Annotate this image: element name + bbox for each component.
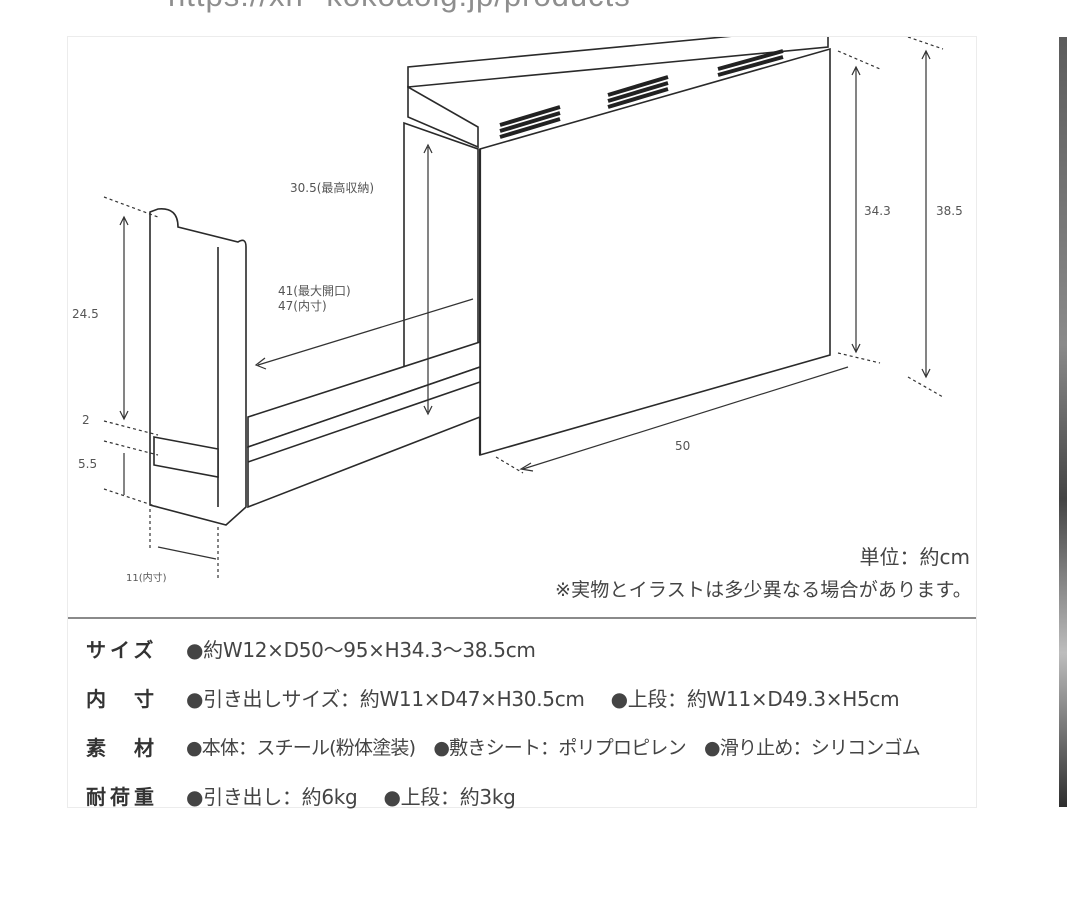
spec-value-upper-load: ●上段：約3kg xyxy=(383,785,516,809)
dim-height-38-5: 38.5 xyxy=(936,204,963,218)
spec-value: ●引き出し：約6kg ●上段：約3kg xyxy=(186,781,516,810)
product-dimension-figure: 30.5(最高収納) 41(最大開口) 47(内寸) 24.5 2 5.5 11… xyxy=(68,37,976,809)
spec-key: 耐荷重 xyxy=(86,785,158,809)
dim-height-34-3: 34.3 xyxy=(864,204,891,218)
spec-key: サイズ xyxy=(86,638,158,662)
spec-row-load: 耐荷重 ●引き出し：約6kg ●上段：約3kg xyxy=(68,771,976,820)
dim-gap-5-5: 5.5 xyxy=(78,457,98,471)
adjacent-image-edge[interactable] xyxy=(1059,37,1067,807)
dim-depth-50: 50 xyxy=(675,439,691,453)
spec-value-drawer-load: ●引き出し：約6kg xyxy=(186,785,358,809)
dim-inner-width-11: 11(内寸) xyxy=(126,573,167,584)
spec-value-drawer: ●引き出しサイズ：約W11×D47×H30.5cm xyxy=(186,687,585,711)
spec-row-inner: 内 寸 ●引き出しサイズ：約W11×D47×H30.5cm ●上段：約W11×D4… xyxy=(68,673,976,722)
spec-value-upper: ●上段：約W11×D49.3×H5cm xyxy=(610,687,900,711)
spec-key: 素 材 xyxy=(86,736,158,760)
dim-inner-width-47: 47(内寸) xyxy=(278,299,327,313)
spec-value: ●本体：スチール(粉体塗装) ●敷きシート：ポリプロピレン ●滑り止め：シリコン… xyxy=(186,737,921,759)
dimension-diagram: 30.5(最高収納) 41(最大開口) 47(内寸) 24.5 2 5.5 11… xyxy=(68,37,976,617)
dim-gap-2: 2 xyxy=(82,413,90,427)
url-text: https://xn--kokoaolg.jp/products xyxy=(168,0,631,14)
spec-table: サイズ ●約W12×D50〜95×H34.3〜38.5cm 内 寸 ●引き出しサ… xyxy=(68,624,976,820)
dim-max-opening: 41(最大開口) xyxy=(278,284,351,298)
dim-front-height: 24.5 xyxy=(72,307,99,321)
illustration-disclaimer: ※実物とイラストは多少異なる場合があります。 xyxy=(554,579,972,601)
spec-row-size: サイズ ●約W12×D50〜95×H34.3〜38.5cm xyxy=(68,624,976,673)
dim-max-storage-height: 30.5(最高収納) xyxy=(290,181,375,195)
spec-value: ●引き出しサイズ：約W11×D47×H30.5cm ●上段：約W11×D49.3×… xyxy=(186,683,900,712)
spec-value: ●約W12×D50〜95×H34.3〜38.5cm xyxy=(186,638,536,662)
drawer-line-drawing xyxy=(103,37,944,579)
spec-row-material: 素 材 ●本体：スチール(粉体塗装) ●敷きシート：ポリプロピレン ●滑り止め：… xyxy=(68,722,976,771)
spec-divider xyxy=(68,617,976,619)
spec-key: 内 寸 xyxy=(86,687,158,711)
unit-note: 単位：約cm xyxy=(859,545,970,569)
